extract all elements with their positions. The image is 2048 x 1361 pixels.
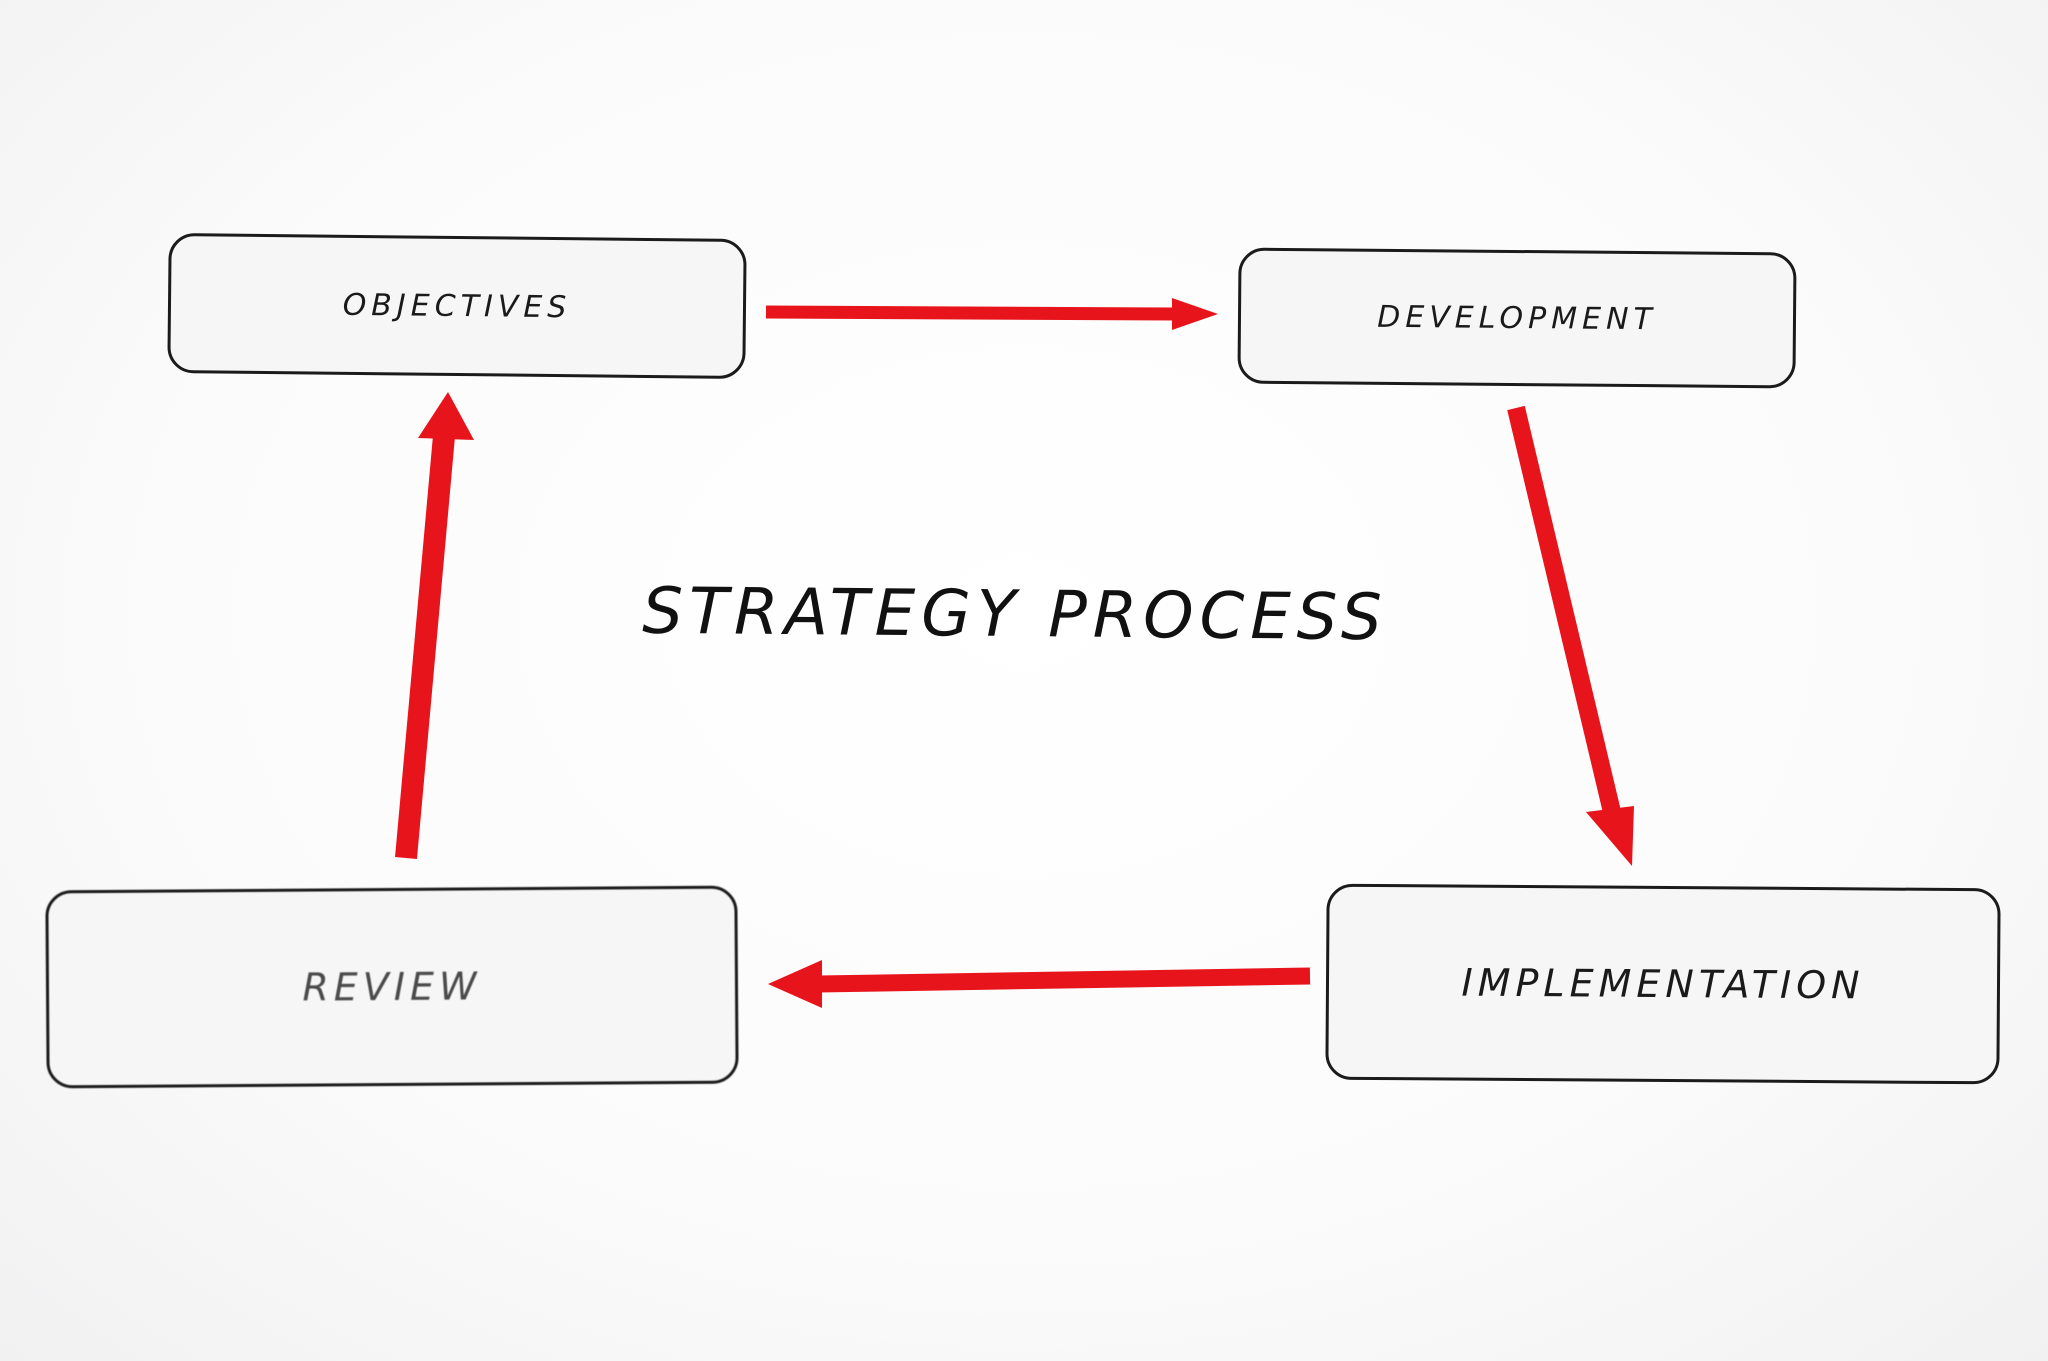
node-review: REVIEW bbox=[45, 885, 739, 1089]
node-implementation: IMPLEMENTATION bbox=[1325, 883, 2001, 1085]
node-implementation-label: IMPLEMENTATION bbox=[1461, 960, 1865, 1008]
node-objectives-label: OBJECTIVES bbox=[342, 287, 572, 325]
arrow-implementation-to-review bbox=[768, 960, 1311, 1008]
diagram-title: STRATEGY PROCESS bbox=[641, 574, 1389, 656]
arrow-objectives-to-development bbox=[765, 298, 1218, 330]
arrow-development-to-implementation bbox=[1507, 405, 1634, 866]
node-objectives: OBJECTIVES bbox=[167, 232, 747, 380]
node-development: DEVELOPMENT bbox=[1237, 247, 1797, 389]
node-development-label: DEVELOPMENT bbox=[1377, 299, 1657, 337]
arrow-review-to-objectives bbox=[395, 392, 474, 859]
node-review-label: REVIEW bbox=[302, 964, 482, 1010]
